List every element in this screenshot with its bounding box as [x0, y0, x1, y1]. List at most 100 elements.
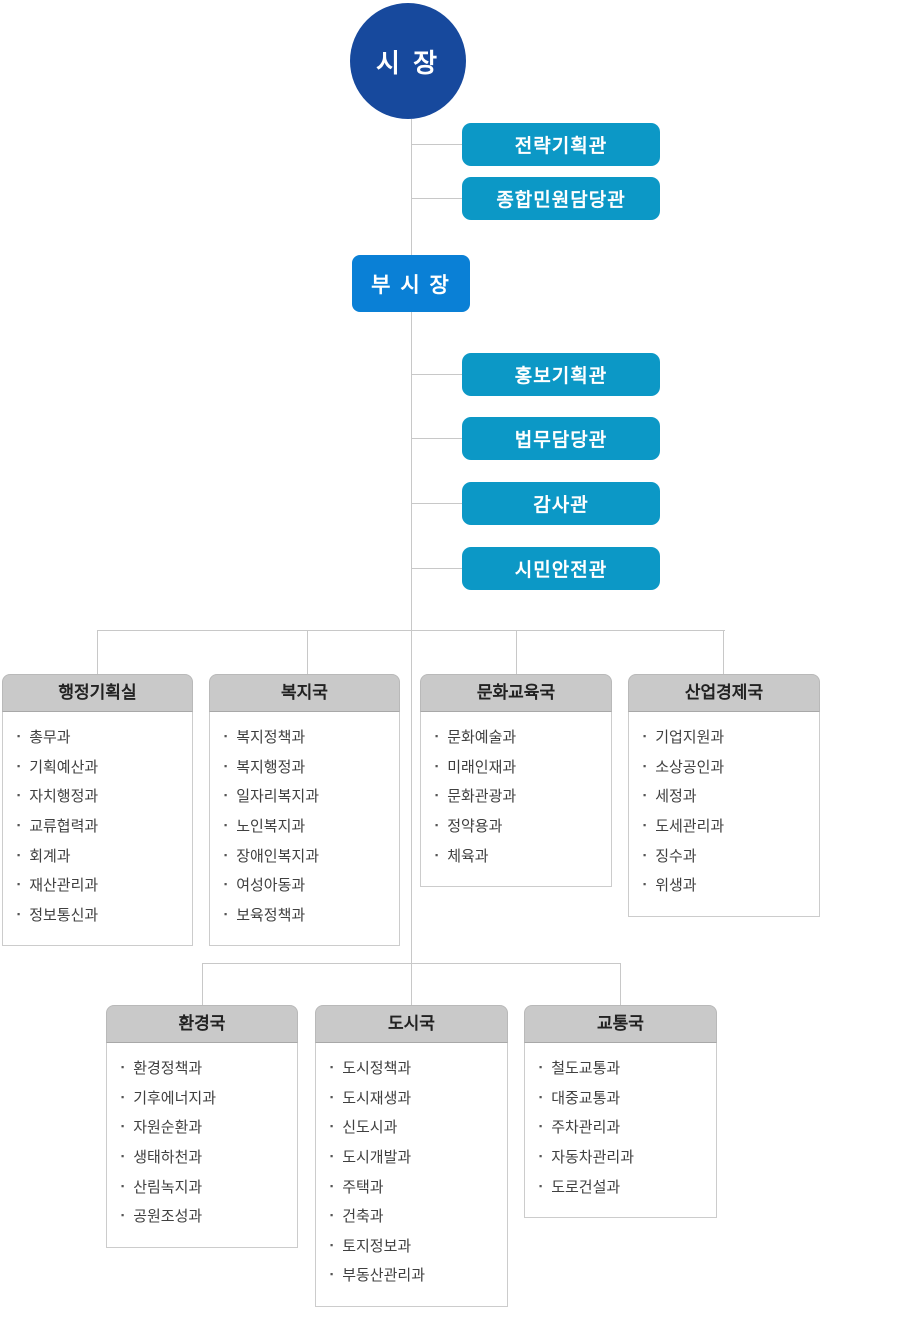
staff-node-legal-affairs: 법무담당관: [462, 417, 660, 460]
bullet-icon: ▪: [17, 849, 21, 860]
department-box: 행정기획실▪총무과▪기획예산과▪자치행정과▪교류협력과▪회계과▪재산관리과▪정보…: [2, 674, 193, 947]
division-item: ▪ 소상공인과: [643, 752, 813, 782]
division-label: 도시개발과: [342, 1149, 412, 1167]
staff-label: 법무담당관: [514, 430, 608, 451]
division-item: ▪정보통신과: [17, 900, 186, 930]
connector-drop: [202, 963, 203, 1005]
bullet-icon: ▪: [224, 760, 228, 771]
department-header: 교통국: [524, 1005, 717, 1043]
department-box: 산업경제국▪기업지원과▪소상공인과▪세정과▪도세관리과▪징수과▪위생과: [628, 674, 820, 917]
bullet-icon: ▪: [224, 790, 228, 801]
division-item: ▪도시정책과: [330, 1053, 501, 1083]
division-label: 문화관광과: [447, 788, 517, 806]
division-item: ▪기획예산과: [17, 752, 186, 782]
division-label: 위생과: [655, 877, 697, 895]
bullet-icon: ▪: [17, 790, 21, 801]
division-item: ▪ 일자리복지과: [224, 781, 393, 811]
division-item: ▪기후에너지과: [121, 1083, 291, 1113]
connector-drop: [307, 630, 308, 674]
connector-elbow: [411, 503, 462, 504]
bullet-icon: ▪: [643, 820, 647, 831]
division-label: 일자리복지과: [236, 788, 320, 806]
division-label: 환경정책과: [133, 1060, 203, 1078]
bullet-icon: ▪: [17, 731, 21, 742]
staff-node-strategic-planning: 전략기획관: [462, 123, 660, 166]
division-label: 여성아동과: [236, 877, 306, 895]
division-item: ▪주차관리과: [539, 1112, 710, 1142]
division-item: ▪공원조성과: [121, 1201, 291, 1231]
staff-label: 감사관: [533, 495, 589, 516]
division-label: 체육과: [447, 847, 489, 865]
division-label: 세정과: [655, 788, 697, 806]
division-item: ▪부동산관리과: [330, 1260, 501, 1290]
staff-node-citizen-safety: 시민안전관: [462, 547, 660, 590]
division-item: ▪교류협력과: [17, 811, 186, 841]
division-label: 철도교통과: [551, 1060, 621, 1078]
connector-drop: [620, 963, 621, 1005]
bullet-icon: ▪: [435, 790, 439, 801]
bullet-icon: ▪: [643, 760, 647, 771]
division-label: 토지정보과: [342, 1237, 412, 1255]
division-item: ▪ 토지정보과: [330, 1231, 501, 1261]
division-item: ▪노인복지과: [224, 811, 393, 841]
staff-label: 종합민원담당관: [496, 190, 626, 211]
department-body: ▪기업지원과▪소상공인과▪세정과▪도세관리과▪징수과▪위생과: [628, 712, 820, 917]
division-label: 도세관리과: [655, 818, 725, 836]
division-label: 자치행정과: [29, 788, 99, 806]
bullet-icon: ▪: [121, 1091, 125, 1102]
bullet-icon: ▪: [330, 1121, 334, 1132]
division-label: 신도시과: [342, 1119, 398, 1137]
bullet-icon: ▪: [121, 1210, 125, 1221]
department-body: ▪도시정책과▪도시재생과▪신도시과▪도시개발과▪주택과▪건축과▪토지정보과▪부동…: [315, 1043, 508, 1307]
bullet-icon: ▪: [539, 1062, 543, 1073]
department-body: ▪복지정책과▪복지행정과▪일자리복지과▪노인복지과▪장애인복지과▪여성아동과▪보…: [209, 712, 400, 947]
department-body: ▪총무과▪기획예산과▪자치행정과▪교류협력과▪회계과▪재산관리과▪정보통신과: [2, 712, 193, 947]
connector-drop: [723, 630, 724, 674]
department-box: 환경국▪환경정책과▪기후에너지과▪자원순환과▪생태하천과▪산림녹지과▪공원조성과: [106, 1005, 298, 1248]
division-label: 재산관리과: [29, 877, 99, 895]
division-label: 산림녹지과: [133, 1178, 203, 1196]
division-item: ▪세정과: [643, 781, 813, 811]
bullet-icon: ▪: [17, 820, 21, 831]
division-item: ▪징수과: [643, 840, 813, 870]
bullet-icon: ▪: [330, 1210, 334, 1221]
division-item: ▪생태하천과: [121, 1142, 291, 1172]
connector-elbow: [411, 568, 462, 569]
division-item: ▪ 문화관광과: [435, 781, 605, 811]
division-label: 대중교통과: [551, 1089, 621, 1107]
division-label: 소상공인과: [655, 758, 725, 776]
bullet-icon: ▪: [330, 1269, 334, 1280]
vice-mayor-label: 부 시 장: [371, 273, 451, 297]
staff-node-audit: 감사관: [462, 482, 660, 525]
connector-elbow: [411, 198, 462, 199]
division-label: 복지정책과: [236, 729, 306, 747]
division-item: ▪문화예술과: [435, 722, 605, 752]
division-item: ▪ 도로건설과: [539, 1171, 710, 1201]
division-label: 장애인복지과: [236, 847, 320, 865]
connector-elbow: [411, 438, 462, 439]
bullet-icon: ▪: [539, 1180, 543, 1191]
department-header: 도시국: [315, 1005, 508, 1043]
division-label: 노인복지과: [236, 818, 306, 836]
bullet-icon: ▪: [330, 1239, 334, 1250]
department-box: 복지국▪복지정책과▪복지행정과▪일자리복지과▪노인복지과▪장애인복지과▪여성아동…: [209, 674, 400, 947]
division-item: ▪정약용과: [435, 811, 605, 841]
division-item: ▪복지행정과: [224, 752, 393, 782]
bullet-icon: ▪: [643, 879, 647, 890]
division-label: 도로건설과: [551, 1178, 621, 1196]
division-item: ▪ 철도교통과: [539, 1053, 710, 1083]
division-item: ▪ 산림녹지과: [121, 1171, 291, 1201]
division-label: 기획예산과: [29, 758, 99, 776]
bullet-icon: ▪: [121, 1180, 125, 1191]
division-item: ▪자동차관리과: [539, 1142, 710, 1172]
department-body: ▪철도교통과▪대중교통과▪주차관리과▪자동차관리과▪도로건설과: [524, 1043, 717, 1218]
division-label: 주택과: [342, 1178, 384, 1196]
department-box: 문화교육국▪문화예술과▪미래인재과▪문화관광과▪정약용과▪체육과: [420, 674, 612, 887]
bullet-icon: ▪: [17, 908, 21, 919]
division-label: 징수과: [655, 847, 697, 865]
division-label: 미래인재과: [447, 758, 517, 776]
bullet-icon: ▪: [224, 908, 228, 919]
vice-mayor-node: 부 시 장: [352, 255, 470, 312]
bullet-icon: ▪: [224, 849, 228, 860]
